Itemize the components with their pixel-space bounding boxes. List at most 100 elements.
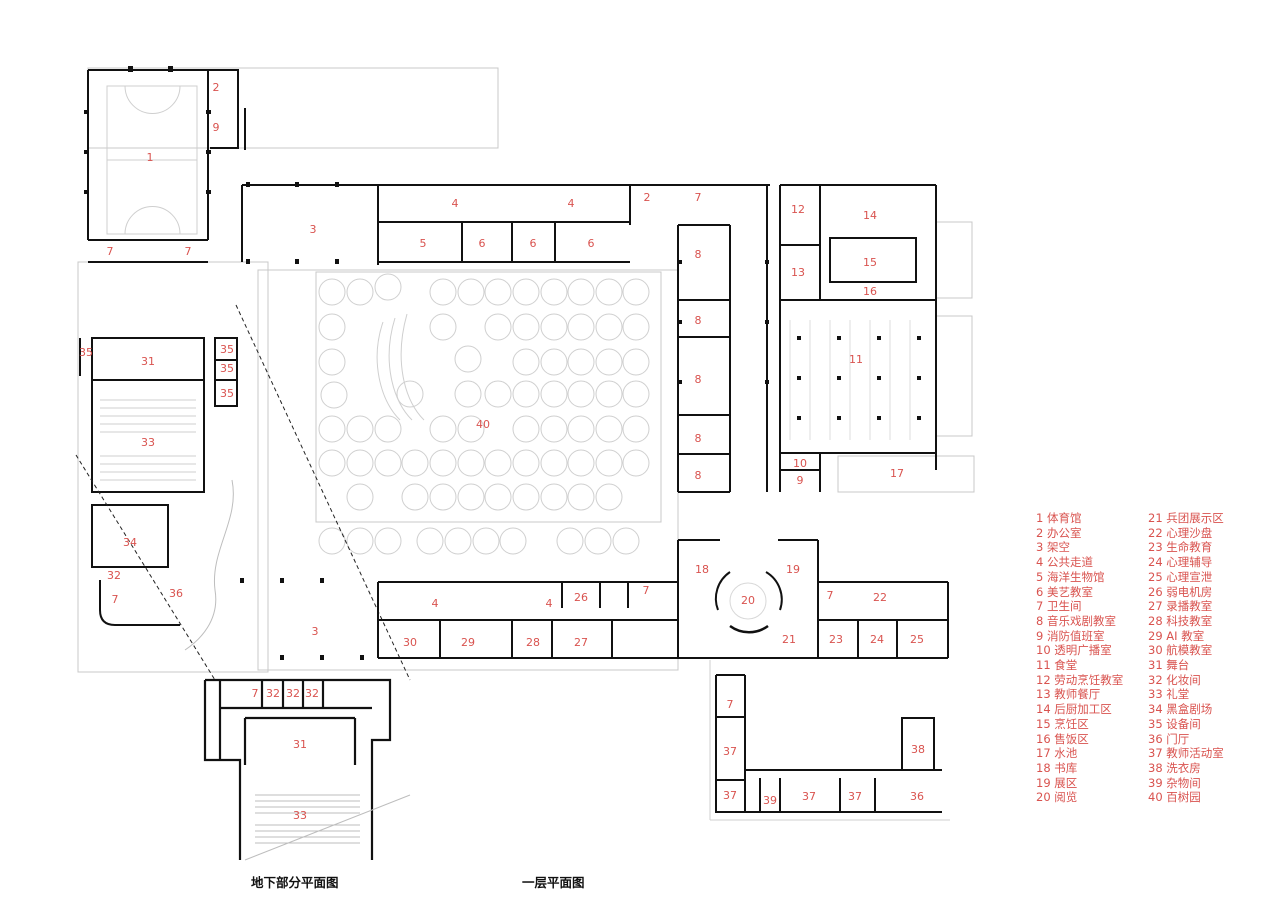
room-label-8: 8 (694, 432, 702, 445)
room-label-29: 29 (461, 636, 475, 649)
room-label-8: 8 (694, 314, 702, 327)
legend-item: 7 卫生间 (1036, 599, 1082, 614)
room-label-3: 3 (309, 223, 317, 236)
columns (84, 66, 769, 660)
library-walls (677, 539, 949, 659)
legend-item: 28 科技教室 (1148, 613, 1213, 628)
legend-item: 33 礼堂 (1148, 687, 1190, 702)
room-label-31: 31 (293, 738, 307, 751)
room-label-5: 5 (419, 237, 427, 250)
room-label-3: 3 (311, 625, 319, 638)
room-label-33: 33 (141, 436, 155, 449)
room-label-8: 8 (694, 469, 702, 482)
legend-item: 11 食堂 (1036, 658, 1078, 673)
legend-item: 18 书库 (1036, 760, 1078, 775)
basketball-court (106, 85, 198, 235)
room-label-35: 35 (79, 346, 93, 359)
room-label-36: 36 (910, 790, 924, 803)
canteen-columns (797, 336, 921, 420)
reading-circle (729, 582, 767, 620)
room-label-24: 24 (870, 633, 884, 646)
legend-item: 3 架空 (1036, 540, 1070, 555)
room-label-37: 37 (848, 790, 862, 803)
room-label-14: 14 (863, 209, 877, 222)
room-label-16: 16 (863, 285, 877, 298)
legend-item: 38 洗衣房 (1148, 760, 1201, 775)
room-label-8: 8 (694, 373, 702, 386)
room-label-2: 2 (643, 191, 651, 204)
room-label-4: 4 (451, 197, 459, 210)
room-label-21: 21 (782, 633, 796, 646)
music-wing-walls (677, 185, 768, 493)
legend-item: 2 办公室 (1036, 525, 1082, 540)
legend-item: 29 AI 教室 (1148, 628, 1205, 643)
room-label-30: 30 (403, 636, 417, 649)
room-label-32: 32 (305, 687, 319, 700)
room-label-12: 12 (791, 203, 805, 216)
room-label-40: 40 (476, 418, 490, 431)
curved-path (184, 479, 234, 651)
teacher-wing-walls (715, 674, 942, 813)
legend-item: 37 教师活动室 (1148, 746, 1224, 761)
room-label-35: 35 (220, 362, 234, 375)
legend-item: 16 售饭区 (1036, 731, 1089, 746)
room-label-26: 26 (574, 591, 588, 604)
room-label-7: 7 (726, 698, 734, 711)
canteen-tables (789, 320, 911, 440)
room-label-11: 11 (849, 353, 863, 366)
legend-item: 14 后厨加工区 (1036, 702, 1112, 717)
legend-item: 21 兵团展示区 (1148, 511, 1224, 525)
room-label-35: 35 (220, 387, 234, 400)
legend-item: 25 心理宣泄 (1148, 569, 1213, 584)
legend-item: 23 生命教育 (1148, 540, 1213, 555)
auditorium-seating (100, 399, 196, 481)
legend-item: 22 心理沙盘 (1148, 525, 1213, 540)
room-label-33: 33 (293, 809, 307, 822)
room-label-37: 37 (723, 789, 737, 802)
room-label-31: 31 (141, 355, 155, 368)
room-label-4: 4 (545, 597, 553, 610)
room-label-4: 4 (431, 597, 439, 610)
legend-item: 26 弱电机房 (1148, 584, 1213, 599)
room-label-10: 10 (793, 457, 807, 470)
legend-item: 24 心理辅导 (1148, 555, 1213, 570)
room-label-37: 37 (802, 790, 816, 803)
room-label-7: 7 (694, 191, 702, 204)
legend-item: 10 透明广播室 (1036, 643, 1112, 658)
room-label-39: 39 (763, 794, 777, 807)
room-label-20: 20 (741, 594, 755, 607)
legend-item: 20 阅览 (1036, 790, 1078, 805)
room-label-4: 4 (567, 197, 575, 210)
room-label-17: 17 (890, 467, 904, 480)
legend-item: 17 水池 (1036, 746, 1078, 761)
legend-item: 4 公共走道 (1036, 555, 1093, 570)
basement-walls (203, 678, 392, 860)
north-wing-walls (241, 184, 770, 265)
room-label-8: 8 (694, 248, 702, 261)
room-label-7: 7 (826, 589, 834, 602)
room-label-7: 7 (251, 687, 259, 700)
room-label-6: 6 (478, 237, 486, 250)
room-label-38: 38 (911, 743, 925, 756)
legend-item: 40 百树园 (1148, 790, 1201, 805)
room-label-25: 25 (910, 633, 924, 646)
basement-seating (244, 794, 411, 861)
room-label-18: 18 (695, 563, 709, 576)
room-label-6: 6 (529, 237, 537, 250)
legend-item: 35 设备间 (1148, 716, 1201, 731)
tree-garden (318, 273, 650, 555)
room-label-37: 37 (723, 745, 737, 758)
legend-item: 6 美艺教室 (1036, 584, 1093, 599)
room-label-6: 6 (587, 237, 595, 250)
room-label-15: 15 (863, 256, 877, 269)
room-label-32: 32 (266, 687, 280, 700)
legend-item: 5 海洋生物馆 (1036, 569, 1105, 584)
legend-item: 31 舞台 (1148, 658, 1190, 673)
room-label-19: 19 (786, 563, 800, 576)
auditorium-walls (79, 337, 238, 626)
legend-item: 8 音乐戏剧教室 (1036, 613, 1116, 628)
room-label-7: 7 (111, 593, 119, 606)
room-label-23: 23 (829, 633, 843, 646)
